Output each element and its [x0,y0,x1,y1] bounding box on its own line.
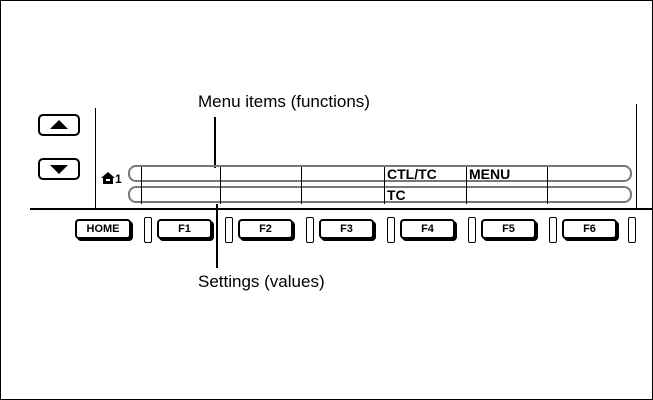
display-bottom-edge [30,208,653,210]
f2-key[interactable]: F2 [238,219,293,239]
key-separator [468,217,476,243]
f5-key[interactable]: F5 [481,219,536,239]
home-key[interactable]: HOME [75,219,131,239]
key-separator [144,217,152,243]
f6-key[interactable]: F6 [562,219,617,239]
cell-divider [301,167,302,204]
setting-value-tc: TC [387,187,406,203]
menu-items-row [128,165,632,182]
key-separator [549,217,557,243]
home-indicator: 1 [101,172,122,186]
f1-key[interactable]: F1 [157,219,212,239]
scroll-down-button[interactable] [38,158,80,180]
cell-divider [384,167,385,204]
display-left-edge [95,108,96,208]
key-separator [225,217,233,243]
up-triangle-icon [50,120,68,129]
cell-divider [220,167,221,204]
scroll-up-button[interactable] [38,114,80,136]
key-separator [306,217,314,243]
cell-divider [141,167,142,204]
menu-item-ctl-tc: CTL/TC [387,166,437,182]
f4-key[interactable]: F4 [400,219,455,239]
settings-row [128,186,632,203]
cell-divider [547,167,548,204]
display-right-edge [636,104,637,208]
menu-items-label: Menu items (functions) [198,92,370,111]
down-triangle-icon [50,165,68,174]
cell-divider [466,167,467,204]
settings-label: Settings (values) [198,272,325,291]
f3-key[interactable]: F3 [319,219,374,239]
key-separator [387,217,395,243]
menu-items-leader-line [214,117,216,168]
menu-item-menu: MENU [469,166,511,182]
key-separator [628,217,636,243]
settings-leader-line [216,204,218,268]
home-icon [101,172,115,184]
indicator-number: 1 [115,172,122,186]
